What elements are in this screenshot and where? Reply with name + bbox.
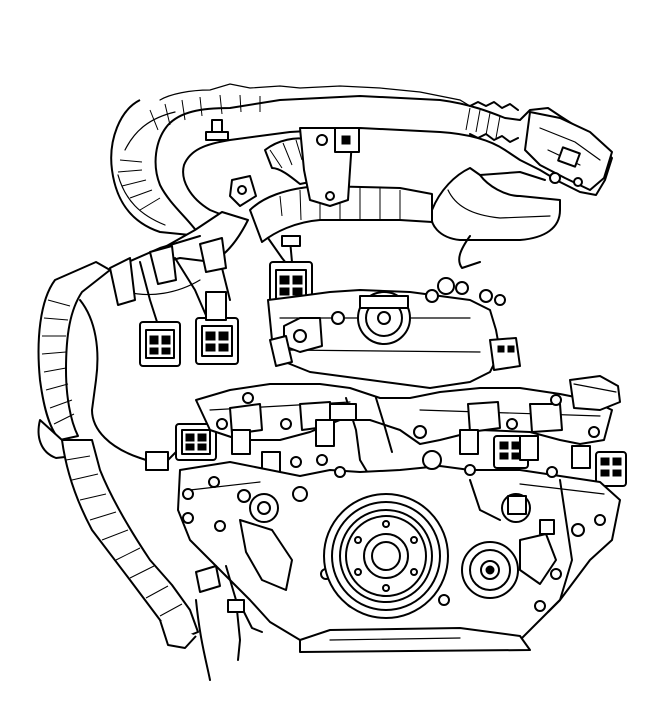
water-pump-pulley [323,493,449,619]
idler-pulley [461,541,519,599]
connector-4 [139,423,217,471]
left-harness-trunk [37,261,199,649]
air-intake-duct [110,83,613,241]
lower-left-hose [195,565,263,681]
intake-manifold [195,375,621,481]
connector-6 [595,451,627,487]
oil-pan [299,627,531,653]
throttle-body [267,277,521,389]
right-side-details [469,479,573,613]
injector-connectors [109,235,627,487]
coolant-hose [430,167,561,269]
connector-1 [139,321,181,367]
injector-row-right [459,429,591,469]
connector-2 [195,291,239,365]
upper-wiring-harness [155,127,433,263]
